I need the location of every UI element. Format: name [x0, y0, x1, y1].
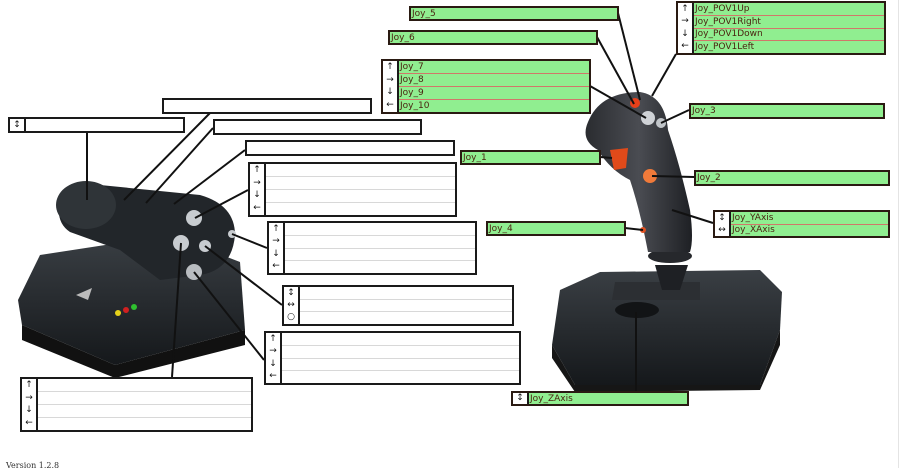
hat-slot-joy7-10[interactable]: ↑ → ↓ ← Joy_7 Joy_8 Joy_9 Joy_10 — [381, 59, 591, 114]
arrow-down-icon: ↓ — [272, 248, 280, 259]
mapping-field-down[interactable] — [285, 247, 475, 261]
joy3-slot[interactable]: Joy_3 — [689, 103, 885, 119]
arrow-down-icon: ↓ — [681, 28, 689, 39]
arrow-left-icon: ← — [272, 261, 280, 272]
mapping-field-x[interactable] — [300, 298, 512, 312]
button-slot-top-3[interactable] — [245, 140, 455, 156]
mapping-field-right[interactable] — [266, 176, 455, 189]
mapping-label-x[interactable]: Joy_XAxis — [731, 223, 888, 237]
mapping-label-left[interactable]: Joy_10 — [399, 99, 589, 112]
mapping-field-down[interactable] — [38, 404, 251, 417]
arrow-left-icon: ← — [25, 418, 33, 429]
vertical-axis-icon: ↕ — [287, 287, 295, 298]
arrow-left-icon: ← — [269, 371, 277, 382]
mapping-label-down[interactable]: Joy_POV1Down — [694, 27, 884, 41]
mapping-label-up[interactable]: Joy_7 — [400, 62, 424, 72]
mapping-field-right[interactable] — [38, 391, 251, 404]
throttle-axis-slot[interactable]: ↕ — [8, 117, 185, 133]
arrow-right-icon: → — [269, 346, 277, 357]
mapping-label-y[interactable]: Joy_YAxis — [732, 212, 774, 223]
mapping-field[interactable] — [164, 100, 370, 112]
mapping-field-up[interactable] — [266, 164, 455, 176]
mapping-label[interactable]: Joy_3 — [692, 106, 716, 116]
arrow-left-icon: ← — [681, 41, 689, 52]
arrow-up-icon: ↑ — [681, 3, 689, 14]
mapping-field-right[interactable] — [285, 234, 475, 248]
mapping-label[interactable]: Joy_5 — [412, 8, 436, 19]
mapping-label[interactable]: Joy_4 — [489, 223, 513, 234]
arrow-up-icon: ↑ — [253, 164, 261, 175]
joy6-slot[interactable]: Joy_6 — [388, 30, 598, 45]
mapping-label-up[interactable]: Joy_POV1Up — [695, 3, 750, 14]
pov-slot[interactable]: ↑ → ↓ ← Joy_POV1Up Joy_POV1Right Joy_POV… — [676, 1, 886, 55]
joy4-slot[interactable]: Joy_4 — [486, 221, 626, 236]
vertical-axis-icon: ↕ — [13, 119, 21, 130]
version-label: Version 1.2.8 — [6, 461, 60, 470]
arrow-down-icon: ↓ — [386, 87, 394, 98]
arrow-right-icon: → — [253, 177, 261, 188]
hat-slot-3[interactable]: ↑ → ↓ ← — [264, 331, 521, 385]
horizontal-axis-icon: ↔ — [718, 224, 726, 235]
mapping-field-down[interactable] — [266, 189, 455, 202]
mapping-field-right[interactable] — [282, 344, 519, 358]
hat-slot-2[interactable]: ↑ → ↓ ← — [267, 221, 477, 275]
mapping-field-left[interactable] — [282, 370, 519, 383]
mapping-field[interactable] — [247, 142, 453, 154]
mapping-field-up[interactable] — [285, 223, 475, 235]
joy2-slot[interactable]: Joy_2 — [694, 170, 890, 186]
leader-lines — [86, 12, 714, 391]
mapping-label-right[interactable]: Joy_POV1Right — [694, 14, 884, 28]
arrow-up-icon: ↑ — [272, 223, 280, 234]
z-axis-slot[interactable]: ↕ Joy_ZAxis — [511, 391, 689, 406]
page-edge — [898, 0, 899, 468]
mapping-field-up[interactable] — [282, 333, 519, 345]
arrow-down-icon: ↓ — [25, 405, 33, 416]
mapping-label-left[interactable]: Joy_POV1Left — [694, 40, 884, 53]
mapping-label[interactable]: Joy_1 — [463, 152, 487, 163]
mapping-field-left[interactable] — [38, 417, 251, 430]
mapping-label-right[interactable]: Joy_8 — [399, 73, 589, 86]
arrow-right-icon: → — [386, 74, 394, 85]
joy1-slot[interactable]: Joy_1 — [460, 150, 601, 165]
joystick-illustration — [552, 92, 782, 392]
hat-slot-4[interactable]: ↑ → ↓ ← — [20, 377, 253, 432]
joy5-slot[interactable]: Joy_5 — [409, 6, 619, 21]
mapping-field-press[interactable] — [300, 311, 512, 324]
button-slot-top-1[interactable] — [162, 98, 372, 114]
button-slot-top-2[interactable] — [213, 119, 422, 135]
mapping-label-down[interactable]: Joy_9 — [399, 86, 589, 99]
xy-axis-slot[interactable]: ↕ ↔ Joy_YAxis Joy_XAxis — [713, 210, 890, 238]
mapping-field[interactable] — [215, 121, 420, 133]
arrow-right-icon: → — [681, 16, 689, 27]
mapping-field-up[interactable] — [38, 379, 251, 391]
hat-slot-1[interactable]: ↑ → ↓ ← — [248, 162, 457, 217]
mapping-field-y[interactable] — [300, 287, 512, 299]
arrow-up-icon: ↑ — [386, 61, 394, 72]
arrow-right-icon: → — [25, 392, 33, 403]
horizontal-axis-icon: ↔ — [287, 299, 295, 310]
mapping-field-down[interactable] — [282, 357, 519, 371]
arrow-down-icon: ↓ — [253, 190, 261, 201]
mapping-field-left[interactable] — [266, 202, 455, 215]
arrow-down-icon: ↓ — [269, 358, 277, 369]
circle-button-icon: ○ — [287, 312, 295, 323]
vertical-axis-icon: ↕ — [718, 212, 726, 223]
mapping-label-z[interactable]: Joy_ZAxis — [530, 393, 573, 404]
arrow-up-icon: ↑ — [25, 379, 33, 390]
vertical-axis-icon: ↕ — [516, 393, 524, 403]
mapping-field[interactable] — [26, 119, 183, 131]
mapping-label[interactable]: Joy_2 — [697, 173, 721, 183]
arrow-right-icon: → — [272, 236, 280, 247]
arrow-left-icon: ← — [386, 100, 394, 111]
arrow-left-icon: ← — [253, 203, 261, 214]
arrow-up-icon: ↑ — [269, 333, 277, 344]
mapping-label[interactable]: Joy_6 — [391, 32, 415, 43]
mini-stick-slot[interactable]: ↕ ↔ ○ — [282, 285, 514, 326]
mapping-field-left[interactable] — [285, 260, 475, 273]
